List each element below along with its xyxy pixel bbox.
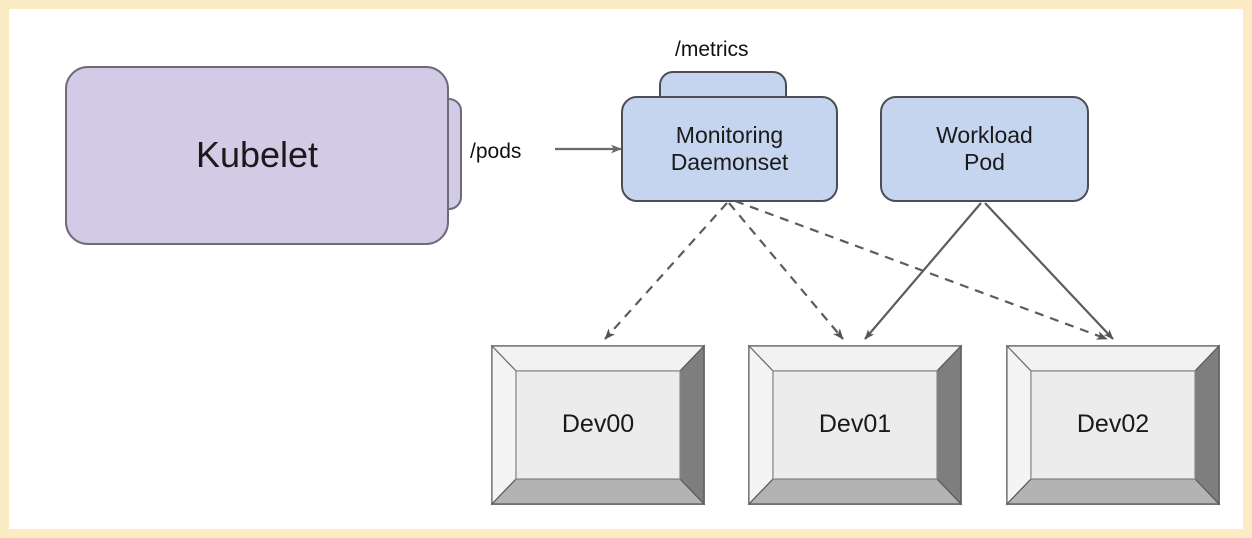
kubelet-node[interactable] [65, 66, 462, 245]
edge-monitoring-to-dev00 [604, 202, 728, 340]
edge-workload-to-dev02 [984, 202, 1114, 340]
edge-workload-to-dev01 [864, 202, 982, 340]
dev02-node[interactable] [1005, 344, 1221, 506]
dev00-node[interactable] [490, 344, 706, 506]
diagram-surface: Kubelet Monitoring Daemonset Workload Po… [9, 9, 1243, 529]
metrics-edge-label: /metrics [675, 38, 749, 61]
edge-monitoring-to-dev02 [734, 199, 1108, 341]
pods-edge-label: /pods [470, 140, 522, 163]
dev01-node[interactable] [747, 344, 963, 506]
workload-pod-body [880, 96, 1089, 202]
monitoring-daemonset-node[interactable] [621, 71, 838, 202]
edge-monitoring-to-dev01 [728, 202, 844, 340]
monitoring-daemonset-body [621, 96, 838, 202]
kubelet-body [65, 66, 449, 245]
diagram-shapes-layer [65, 66, 1221, 506]
workload-pod-node[interactable] [880, 96, 1089, 202]
